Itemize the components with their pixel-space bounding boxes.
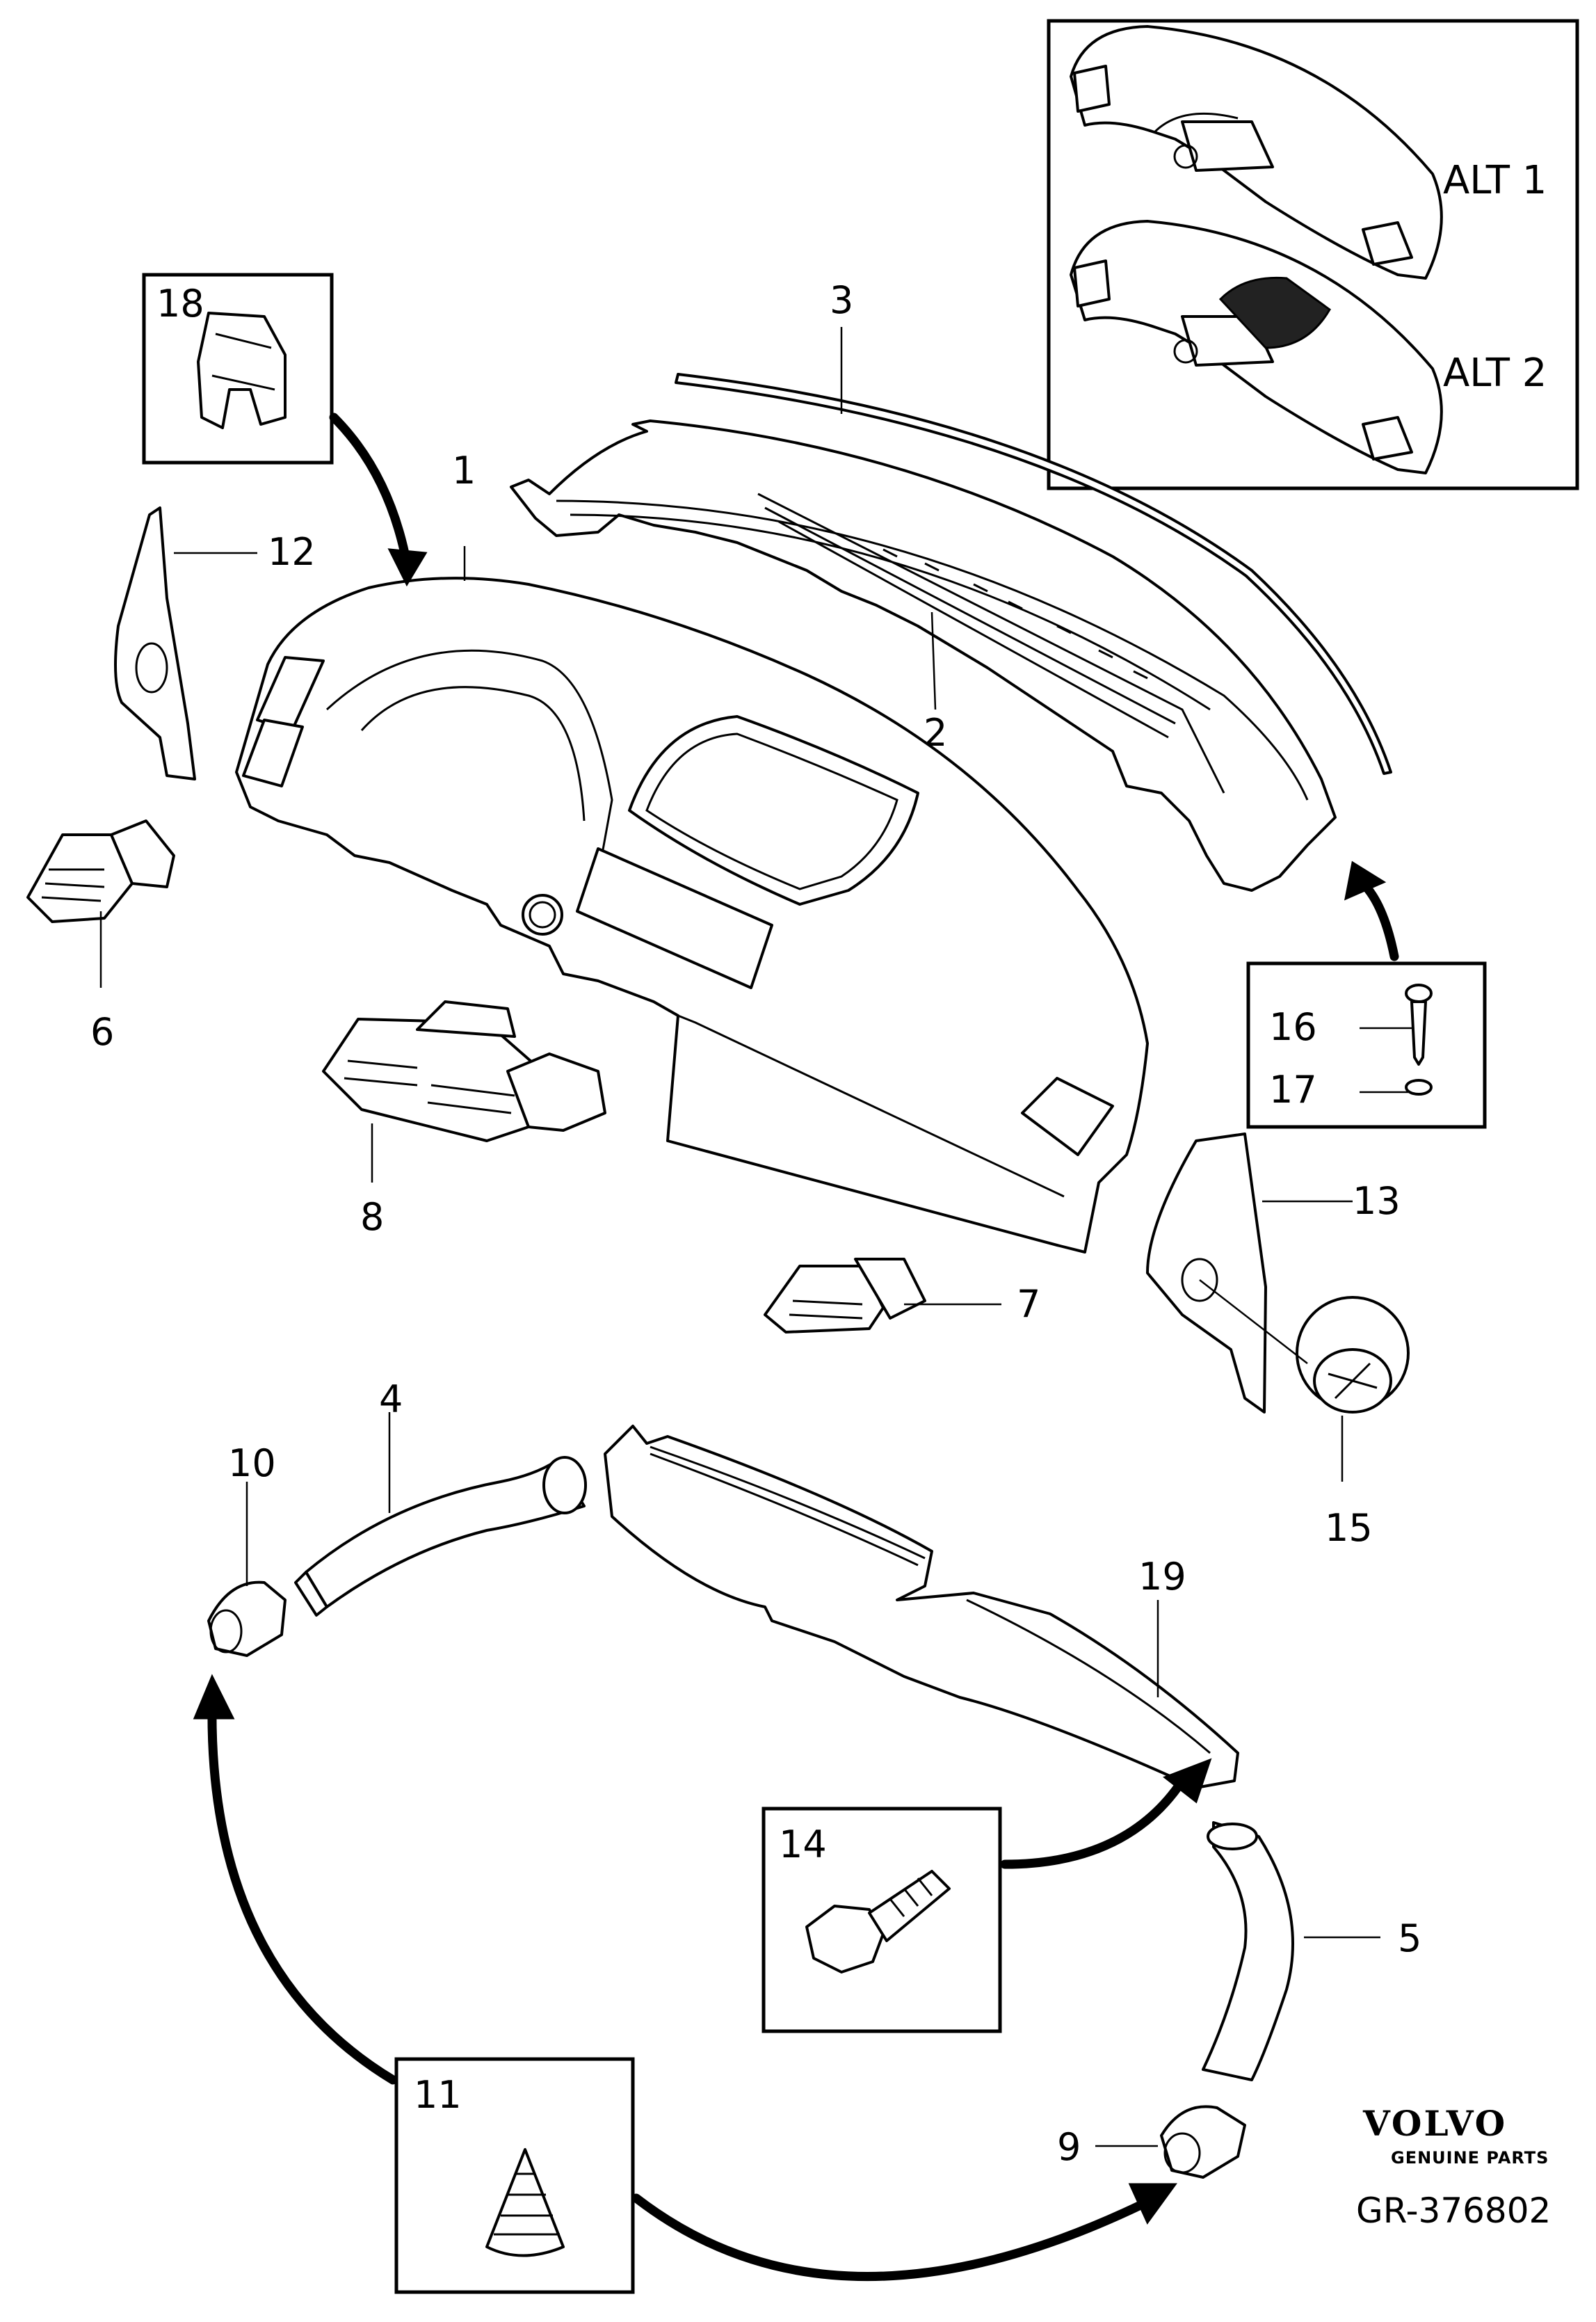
- part-5-air-duct: 5: [1202, 1821, 1421, 2081]
- callout-11: 11: [414, 2073, 462, 2117]
- cone-icon: [485, 2148, 565, 2257]
- callout-18: 18: [156, 282, 204, 326]
- part-14-bolt-box: 14: [761, 1758, 1212, 2033]
- part-8-center-vent: 8: [322, 1000, 606, 1239]
- callout-13: 13: [1353, 1179, 1401, 1223]
- diagram-reference: GR-376802: [1356, 2191, 1551, 2231]
- part-13-side-panel-right: 13: [1146, 1132, 1401, 1414]
- callout-14: 14: [779, 1823, 827, 1866]
- part-19-duct-channel: 19: [604, 1425, 1239, 1789]
- part-1-dashboard: 1: [235, 449, 1149, 1254]
- logo-tagline: GENUINE PARTS: [1391, 2148, 1549, 2168]
- callout-12: 12: [268, 530, 316, 574]
- callout-17: 17: [1269, 1068, 1317, 1112]
- part-2-dashboard-frame: 2: [510, 419, 1337, 892]
- logo-brand: VOLVO: [1362, 2103, 1507, 2144]
- callout-16: 16: [1269, 1005, 1317, 1049]
- alt1-label: ALT 1: [1443, 158, 1547, 203]
- part-6-air-vent-left: 6: [26, 819, 175, 1054]
- callout-6: 6: [90, 1010, 114, 1054]
- bolt-icon: [805, 1870, 951, 1973]
- alternatives-inset: ALT 1 ALT 2: [1047, 19, 1579, 490]
- alt2-label: ALT 2: [1443, 351, 1547, 396]
- part-3-defroster-strip: 3: [675, 278, 1392, 775]
- callout-4: 4: [379, 1377, 403, 1421]
- part-10-duct-elbow: 10: [207, 1441, 287, 1657]
- callout-19: 19: [1138, 1555, 1186, 1599]
- callout-7: 7: [1017, 1282, 1040, 1326]
- part-7-air-vent-right: 7: [764, 1258, 1040, 1334]
- callout-9: 9: [1057, 2125, 1081, 2169]
- part-9-duct-elbow: 9: [1057, 2105, 1246, 2179]
- part-4-air-duct: 4: [294, 1377, 587, 1617]
- part-18-clip-box: 18: [142, 273, 428, 587]
- alt2-dashboard-illustration: [1070, 220, 1443, 474]
- clip-icon: [197, 312, 287, 429]
- callout-15: 15: [1325, 1506, 1373, 1550]
- callout-1: 1: [452, 449, 476, 493]
- part-16-17-screw-box: 16 17: [1246, 860, 1487, 1129]
- part-12-side-panel-left: 12: [114, 506, 316, 780]
- callout-5: 5: [1398, 1916, 1421, 1960]
- part-11-cone-box: 11: [193, 1674, 1177, 2294]
- callout-10: 10: [228, 1441, 276, 1485]
- alt1-dashboard-illustration: [1070, 25, 1443, 280]
- part-15-speaker-cover: 15: [1199, 1279, 1410, 1550]
- callout-8: 8: [360, 1195, 384, 1239]
- screw-icon: [1405, 984, 1433, 1096]
- callout-3: 3: [830, 278, 853, 322]
- volvo-logo: VOLVO GENUINE PARTS: [1362, 2103, 1549, 2168]
